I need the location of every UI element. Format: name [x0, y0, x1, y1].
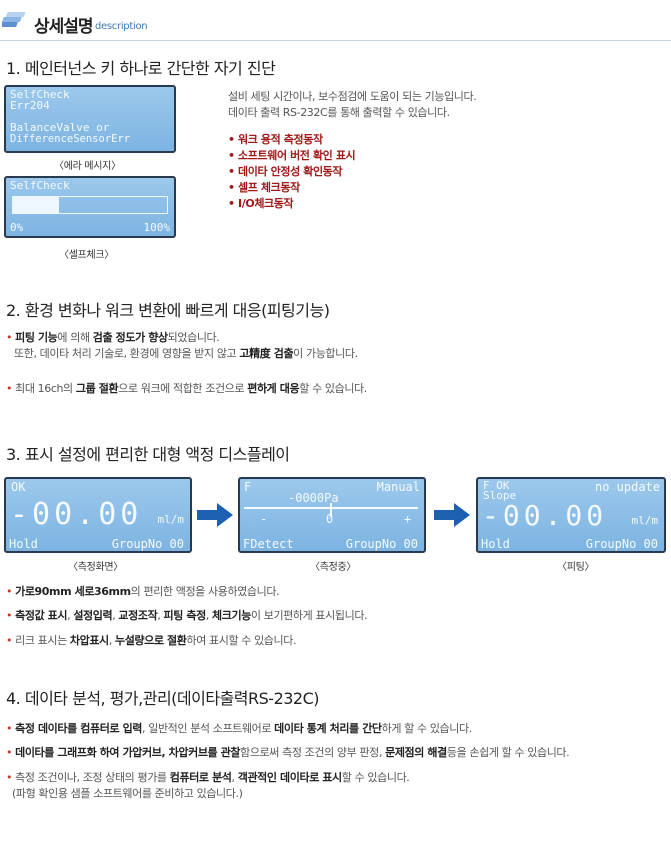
lcd-line: SelfCheck [10, 179, 70, 192]
lcd-unit: ml/m [631, 514, 659, 527]
books-icon [0, 8, 28, 34]
header-divider [0, 40, 671, 41]
lcd-group: GroupNo 00 [345, 537, 418, 551]
bullet-dot: • [6, 746, 13, 759]
feature-item: • 워크 용적 측정동작 [228, 133, 323, 146]
lcd-update: no update [594, 480, 660, 494]
lcd-group: GroupNo 00 [111, 537, 184, 551]
bullet-dot: • [6, 382, 13, 395]
s3-bullet-1: •가로90mm 세로36mm의 편리한 액정을 사용하였습니다. [6, 585, 280, 598]
lcd-detect: FDetect [243, 537, 294, 551]
arrow-right-icon [197, 503, 233, 527]
lcd-unit: ml/m [157, 513, 185, 526]
bullet-dot: • [6, 722, 13, 735]
progress-bar [12, 196, 168, 214]
bullet-dot: • [6, 609, 13, 622]
lcd-scale-center [330, 503, 332, 517]
feature-item: • 셀프 체크동작 [228, 181, 300, 194]
bullet-dot: • [6, 634, 13, 647]
feature-item: • 소프트웨어 버전 확인 표시 [228, 149, 356, 162]
arrow-right-icon [434, 503, 470, 527]
lcd-error-caption: 〈에라 메시지〉 [54, 161, 121, 172]
progress-fill [13, 197, 60, 213]
header-subtitle: description [95, 21, 148, 32]
s1-feature-list: • 워크 용적 측정동작 • 소프트웨어 버전 확인 표시 • 데이타 안정성 … [228, 131, 356, 211]
lcd-fitting-screen: F OK Slope no update -00.00 ml/m Hold Gr… [476, 477, 666, 553]
lcd-scale-zero: 0 [326, 512, 334, 526]
lcd-value: -00.00 [482, 499, 608, 532]
lcd-scale-minus: - [260, 512, 268, 526]
lcd-error-message: SelfCheck Err204 BalanceValve or Differe… [4, 85, 176, 153]
lcd-status: OK [11, 480, 26, 494]
s2-bullet-2: •최대 16ch의 그룹 절환으로 워크에 적합한 조건으로 편하게 대응할 수… [6, 382, 367, 395]
s1-paragraph-2: 데이타 출력 RS-232C를 통해 출력할 수 있습니다. [228, 106, 450, 119]
lcd-measure-caption: 〈측정화면〉 [68, 562, 124, 573]
lcd-mode: Manual [376, 480, 420, 494]
lcd-scale-plus: + [404, 512, 412, 526]
lcd-line: SelfCheck [10, 88, 70, 101]
feature-item: • I/O체크동작 [228, 197, 294, 210]
lcd-line: Err204 [10, 99, 50, 112]
bullet-dot: • [6, 585, 13, 598]
s1-paragraph-1: 설비 세팅 시간이나, 보수점검에 도움이 되는 기능입니다. [228, 90, 477, 103]
s3-bullet-2: •측정값 표시, 설정입력, 교정조작, 피팅 측정, 체크기능이 보기편하게 … [6, 609, 368, 622]
lcd-line: DifferenceSensorErr [10, 133, 131, 145]
s4-bullet-3-line-2: (파형 확인용 샘플 소프트웨어를 준비하고 있습니다.) [12, 787, 243, 800]
section-4-title: 4. 데이타 분석, 평가,관리(데이타출력RS-232C) [6, 689, 320, 708]
lcd-line: BalanceValve or [10, 121, 110, 134]
s2-bullet-1-line-2: 또한, 데이타 처리 기술로, 환경에 영향을 받지 않고 고精度 검출이 가능… [14, 347, 358, 360]
section-2-title: 2. 환경 변화나 워크 변환에 빠르게 대응(피팅기능) [6, 301, 330, 320]
bullet-dot: • [6, 771, 13, 784]
s4-bullet-2: •데이타를 그래프화 하여 가압커브, 차압커브를 관찰함으로써 측정 조건의 … [6, 746, 570, 759]
bullet-dot: • [6, 331, 13, 344]
lcd-measure-screen: OK -00.00 ml/m Hold GroupNo 00 [4, 477, 192, 553]
lcd-group: GroupNo 00 [585, 537, 658, 551]
lcd-mode: Hold [481, 537, 510, 551]
s2-bullet-1: •피팅 기능에 의해 검출 정도가 향상되었습니다. [6, 331, 220, 344]
s4-bullet-1: •측정 데이타를 컴퓨터로 입력, 일반적인 분석 소프트웨어로 데이타 통계 … [6, 722, 472, 735]
lcd-status: F [244, 480, 252, 494]
progress-start-label: 0% [10, 221, 24, 234]
lcd-status: F OK [483, 479, 510, 492]
feature-item: • 데이타 안정성 확인동작 [228, 165, 343, 178]
lcd-measuring-caption: 〈측정중〉 [310, 562, 357, 573]
lcd-fitting-caption: 〈피팅〉 [557, 562, 595, 573]
progress-end-label: 100% [143, 221, 171, 234]
lcd-value: -00.00 [10, 497, 143, 532]
lcd-status-2: Slope [483, 489, 517, 502]
header-title: 상세설명 [34, 17, 94, 37]
lcd-pressure: -0000Pa [288, 491, 339, 505]
section-1-title: 1. 메인터넌스 키 하나로 간단한 자기 진단 [6, 59, 276, 78]
lcd-mode: Hold [9, 537, 38, 551]
section-3-title: 3. 표시 설정에 편리한 대형 액정 디스플레이 [6, 445, 290, 464]
s4-bullet-3: •측정 조건이나, 조정 상태의 평가를 컴퓨터로 분석, 객관적인 데이타로 … [6, 771, 410, 784]
lcd-selfcheck-caption: 〈셀프체크〉 [59, 250, 115, 261]
lcd-selfcheck: SelfCheck 0% 100% [4, 176, 176, 238]
s3-bullet-3: •리크 표시는 차압표시, 누설량으로 절환하여 표시할 수 있습니다. [6, 634, 297, 647]
lcd-measuring-screen: F Manual -0000Pa - 0 + FDetect GroupNo 0… [238, 477, 426, 553]
